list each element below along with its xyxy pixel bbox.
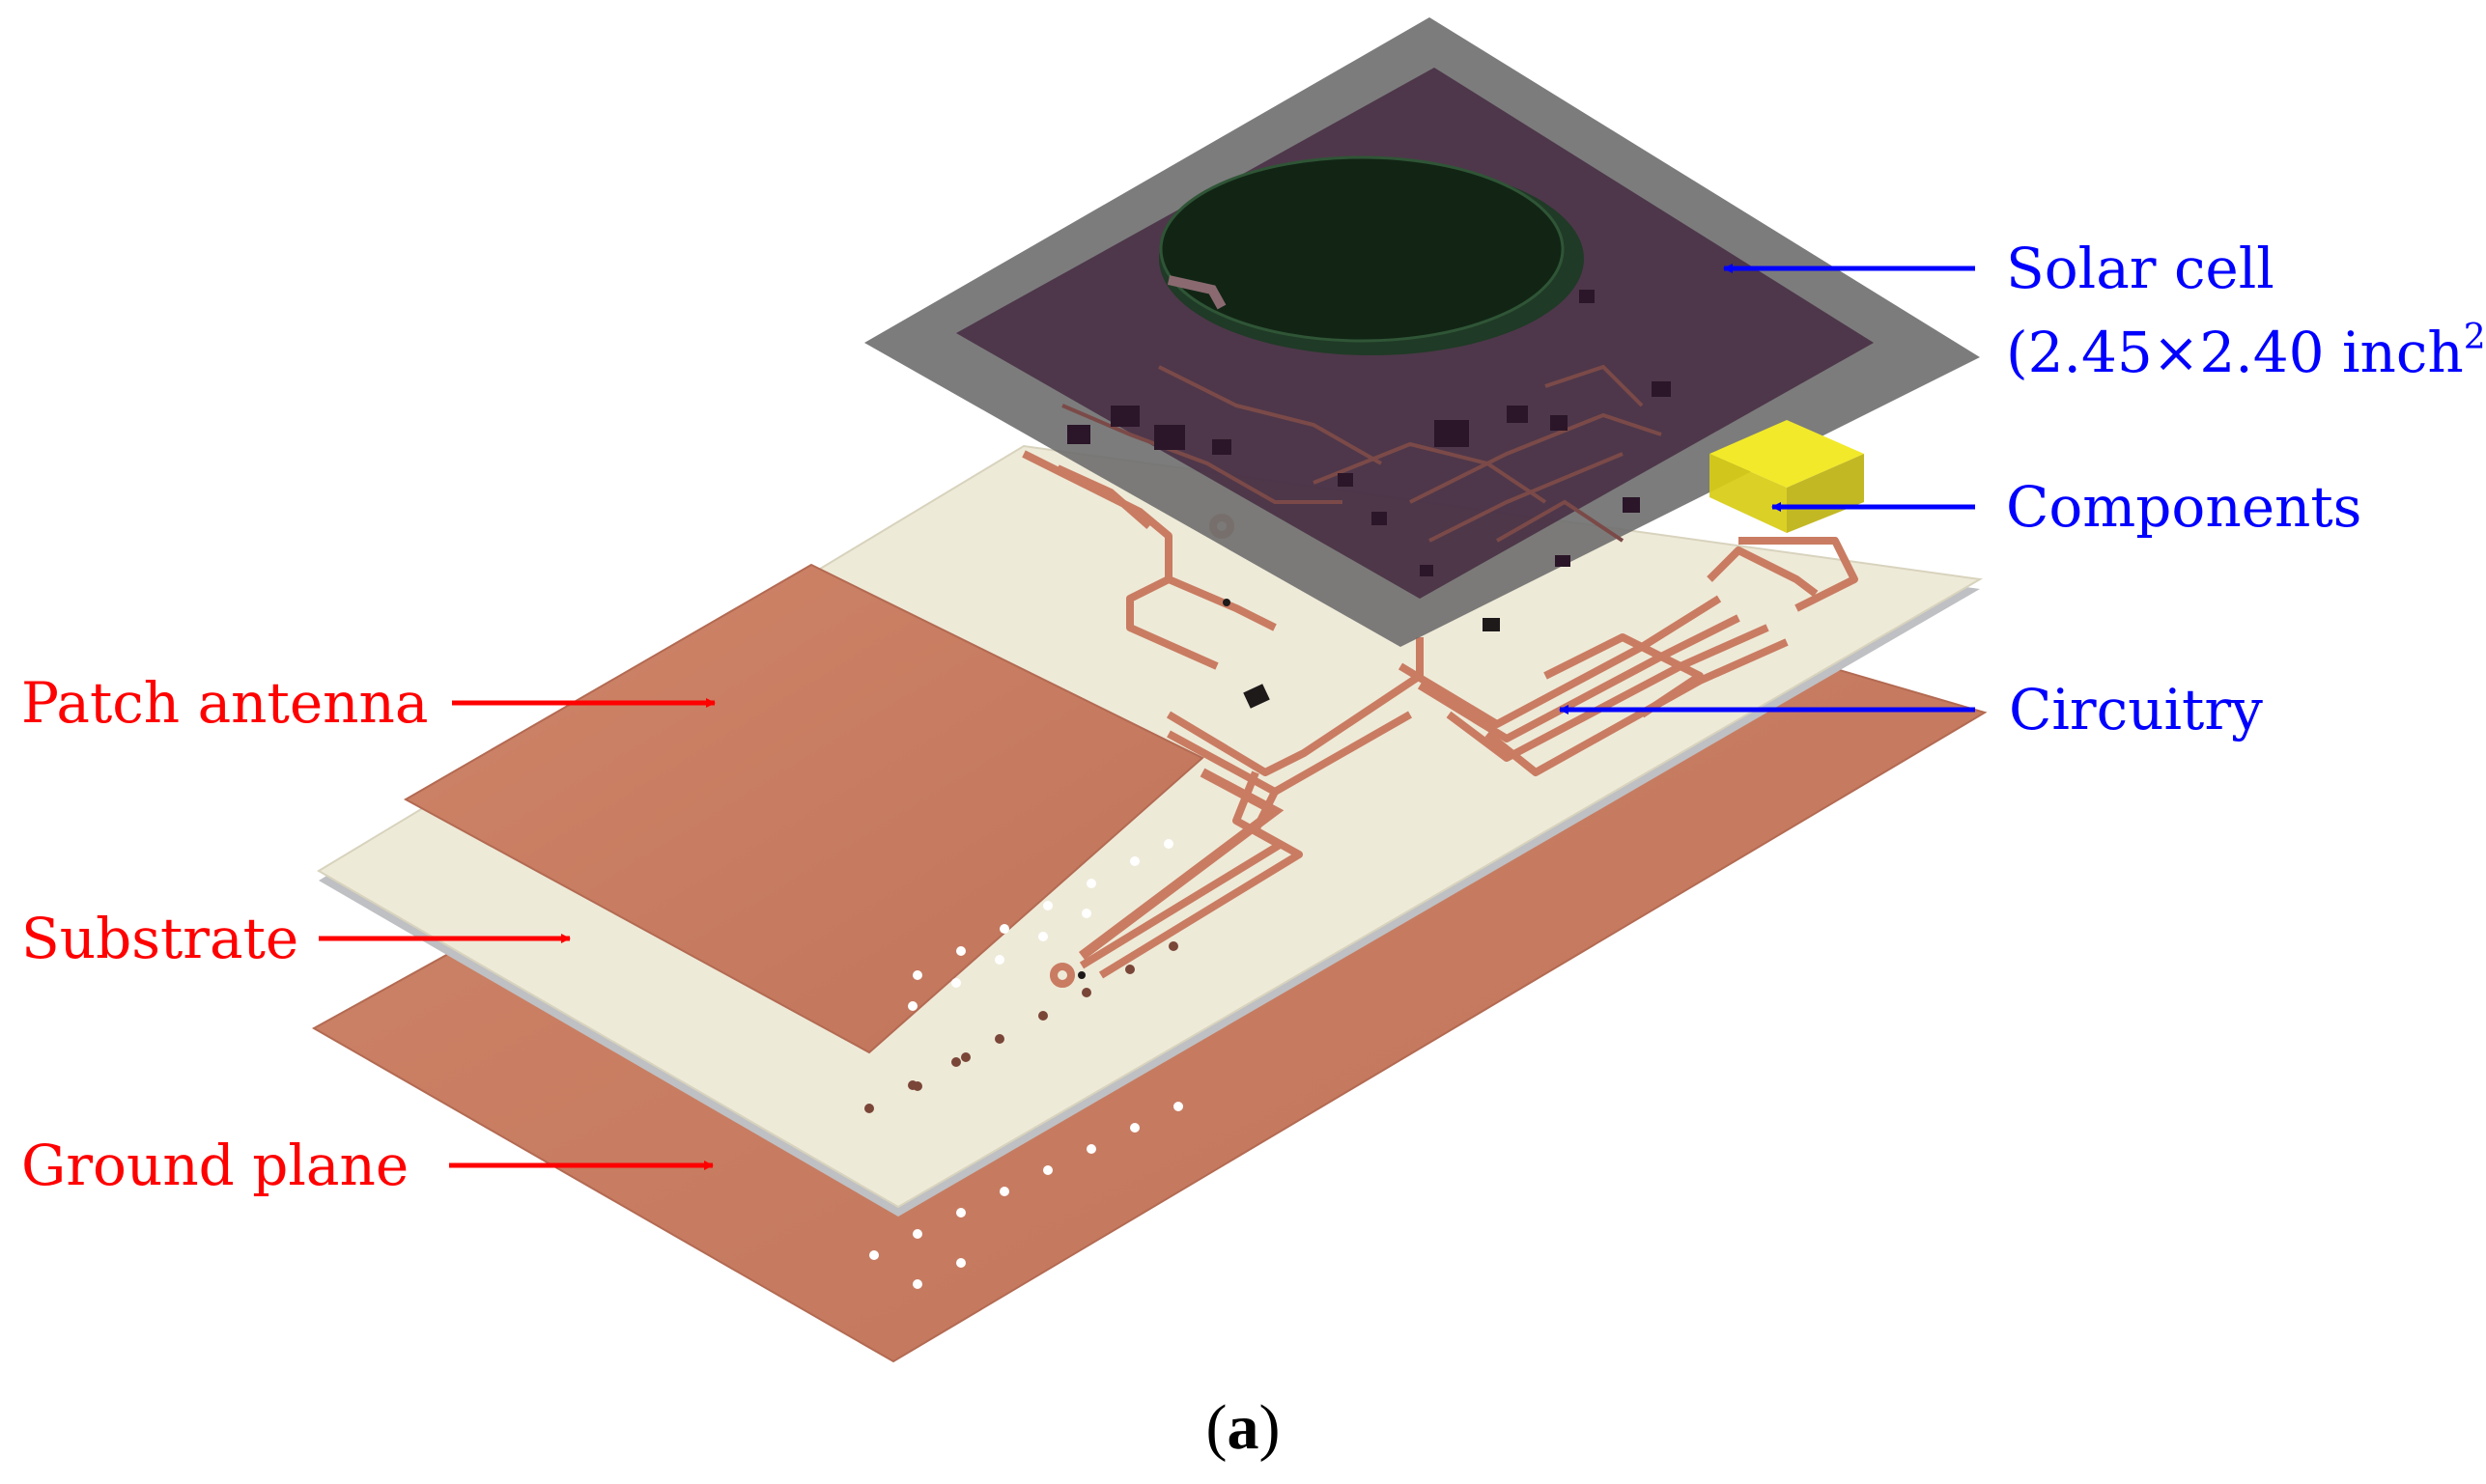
caption-close-paren: ) [1259,1392,1281,1463]
figure-caption: (a) [1206,1392,1281,1463]
patch-antenna-via-holes [908,839,1173,1011]
caption-open-paren: ( [1206,1392,1228,1463]
solar-cell-chips [1067,290,1671,576]
ground-plane-label: Ground plane [21,1133,409,1198]
circuitry-label: Circuitry [2009,677,2263,742]
components-block [1709,420,1864,533]
solar-cell-size-prefix: (2.45×2.40 inch [2006,320,2464,385]
substrate-via-holes [864,941,1178,1113]
solar-cell-internal-traces [1061,364,1662,543]
caption-letter: a [1228,1392,1259,1463]
label-arrows [319,264,1975,1170]
solar-cell-layer [864,17,1980,647]
solar-cell-size-superscript: 2 [2464,318,2486,357]
patch-antenna-label: Patch antenna [21,670,428,736]
circuit-components-small [1078,599,1500,979]
solar-cell-size-label: (2.45×2.40 inch2) [2006,318,2486,385]
left-labels: Patch antenna Substrate Ground plane [21,670,428,1198]
solar-cell-disc [1159,155,1584,355]
right-labels: Solar cell (2.45×2.40 inch2) Components … [2006,236,2486,742]
components-label: Components [2006,474,2361,540]
substrate-label: Substrate [21,906,298,971]
patch-antenna-layer [403,563,1285,1054]
solar-cell-label: Solar cell [2006,236,2274,301]
ground-plane-via-holes [869,1102,1183,1289]
